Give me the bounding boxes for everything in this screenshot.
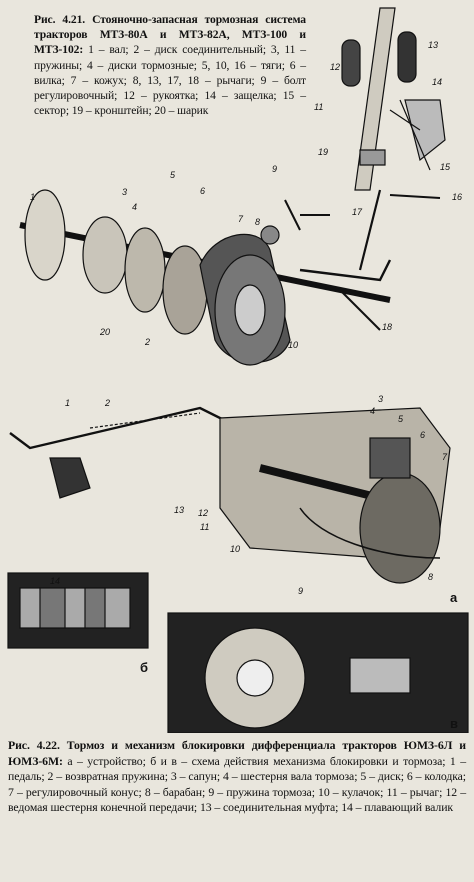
callout-18: 18 bbox=[382, 322, 392, 332]
callout-16: 16 bbox=[452, 192, 462, 202]
callout-17: 17 bbox=[352, 207, 363, 217]
drum-8 bbox=[359, 472, 441, 584]
callout-5: 5 bbox=[398, 414, 404, 424]
figure-4-21-drawing: 1 2 3 4 5 6 7 8 9 10 11 12 13 14 15 16 1… bbox=[19, 7, 462, 366]
disc-left bbox=[24, 189, 66, 281]
figure-4-22-drawing: 1 2 3 4 5 6 7 8 9 10 11 12 13 14 а б в bbox=[7, 394, 469, 733]
callout-4: 4 bbox=[370, 406, 375, 416]
callout-4: 4 bbox=[132, 202, 137, 212]
callout-19: 19 bbox=[318, 147, 328, 157]
figure-4-22-title: Рис. 4.22. Тормоз и механизм блокировки … bbox=[8, 738, 466, 768]
callout-2: 2 bbox=[144, 337, 150, 347]
callout-7: 7 bbox=[238, 214, 244, 224]
panel-label-v: в bbox=[450, 716, 458, 731]
lever-13 bbox=[354, 7, 396, 191]
rod-16 bbox=[358, 189, 382, 271]
callout-6: 6 bbox=[420, 430, 425, 440]
callout-8: 8 bbox=[255, 217, 260, 227]
callout-12: 12 bbox=[198, 508, 208, 518]
callout-10: 10 bbox=[230, 544, 240, 554]
callout-15: 15 bbox=[440, 162, 451, 172]
callout-1: 1 bbox=[65, 398, 70, 408]
figure-4-22-caption: Рис. 4.22. Тормоз и механизм блокировки … bbox=[8, 738, 466, 816]
handle-grip bbox=[341, 39, 361, 87]
callout-13: 13 bbox=[428, 40, 438, 50]
callout-2: 2 bbox=[104, 398, 110, 408]
callout-9: 9 bbox=[298, 586, 303, 596]
callout-14: 14 bbox=[432, 77, 442, 87]
callout-10: 10 bbox=[288, 340, 298, 350]
callout-1: 1 bbox=[30, 192, 35, 202]
callout-11: 11 bbox=[200, 522, 209, 532]
figure-4-21-title: Рис. 4.21. Стояночно-запасная тормозная … bbox=[34, 13, 306, 57]
callout-8: 8 bbox=[428, 572, 433, 582]
callout-11: 11 bbox=[314, 102, 323, 112]
callout-3: 3 bbox=[378, 394, 383, 404]
panel-label-a: а bbox=[450, 590, 458, 605]
callout-20: 20 bbox=[99, 327, 110, 337]
pedal-1 bbox=[9, 406, 231, 450]
figure-4-22-legend: а – устройство; б и в – схема действия м… bbox=[8, 753, 466, 815]
callout-5: 5 bbox=[170, 170, 176, 180]
return-spring-2 bbox=[89, 412, 201, 429]
panel-label-b: б bbox=[140, 660, 148, 675]
sector-15 bbox=[404, 99, 446, 162]
brake-disc-4 bbox=[124, 227, 166, 313]
callout-13: 13 bbox=[174, 505, 184, 515]
callout-9: 9 bbox=[272, 164, 277, 174]
callout-6: 6 bbox=[200, 186, 205, 196]
figure-4-21-legend: 1 – вал; 2 – диск соединительный; 3, 11 … bbox=[34, 43, 306, 118]
callout-7: 7 bbox=[442, 452, 448, 462]
callout-14: 14 bbox=[50, 576, 60, 586]
callout-3: 3 bbox=[122, 187, 127, 197]
figure-4-21-caption: Рис. 4.21. Стояночно-запасная тормозная … bbox=[34, 12, 306, 118]
callout-12: 12 bbox=[330, 62, 340, 72]
handle-12 bbox=[397, 31, 417, 83]
